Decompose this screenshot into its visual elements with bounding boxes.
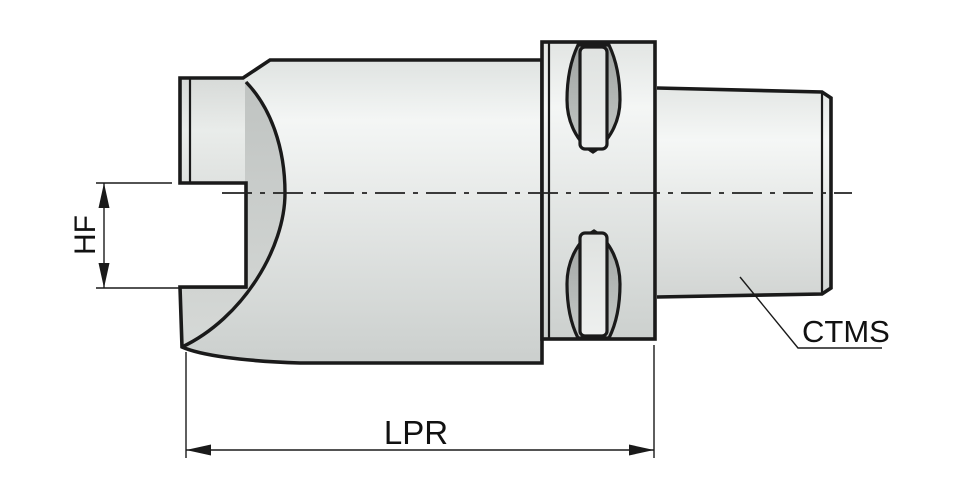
ctms-label: CTMS [802,314,890,349]
notch-cutout [178,185,244,285]
ctms-leader-line [739,276,882,349]
front-face-arc [181,80,287,349]
lpr-dimension [185,345,655,458]
hf-label: HF [69,215,102,255]
taper-shank-outline [656,86,833,299]
lpr-arrow-right [629,444,654,456]
hf-arrow-down [98,263,110,288]
lpr-arrow-left [186,444,211,456]
hf-arrow-up [98,183,110,208]
flange-slot-top-floor [578,45,609,151]
lpr-label: LPR [384,414,448,451]
flange-slot-bottom-floor [578,231,609,338]
